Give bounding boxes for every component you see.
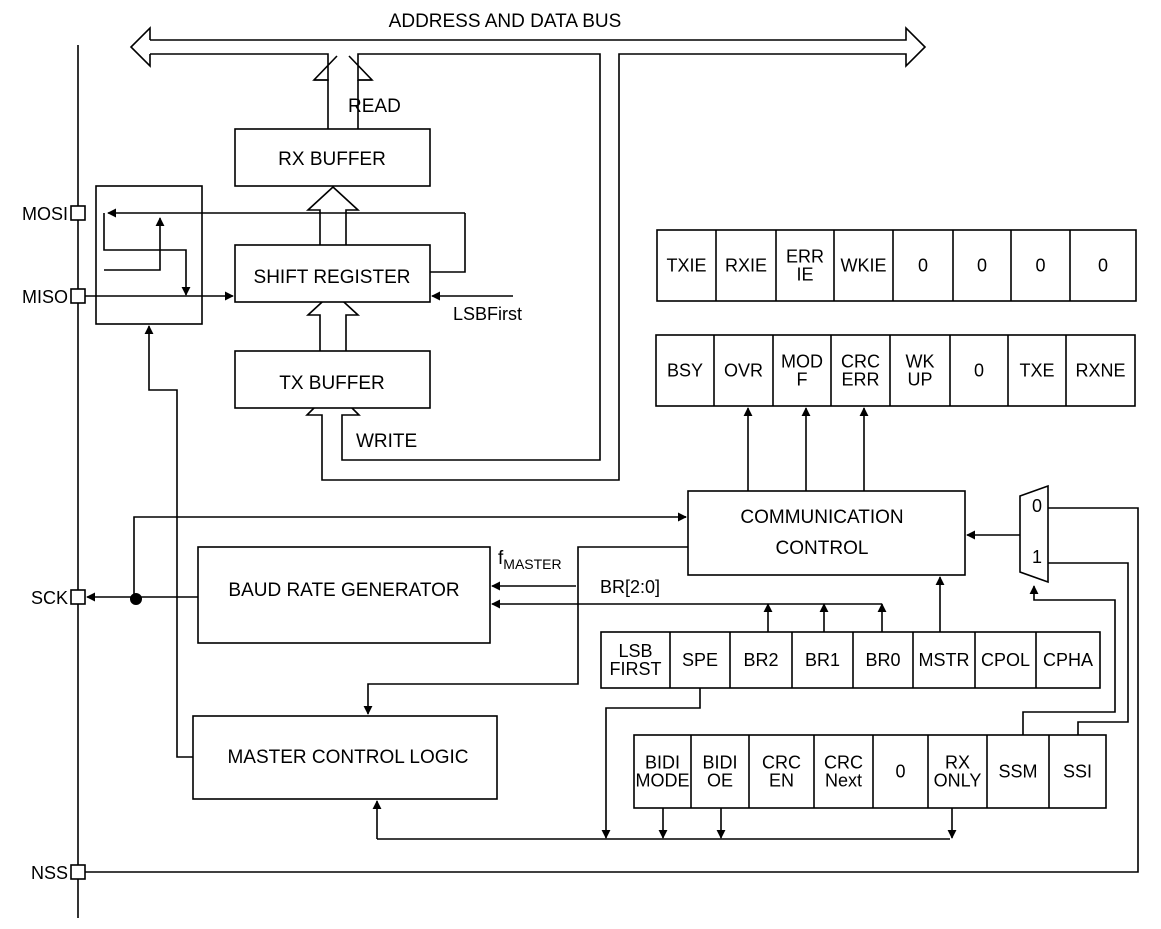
pin-sck-label: SCK — [31, 588, 68, 608]
write-label: WRITE — [356, 431, 417, 452]
cr1-bit-0-line-1: FIRST — [610, 659, 662, 679]
sr-bit-1-line-0: OVR — [724, 361, 763, 381]
sr-bit-6-line-0: TXE — [1019, 361, 1054, 381]
rx-buffer-label: RX BUFFER — [278, 149, 386, 170]
tx-buffer: TX BUFFER WRITE — [234, 350, 431, 452]
bus-label: ADDRESS AND DATA BUS — [389, 11, 622, 32]
shift-register-label: SHIFT REGISTER — [254, 267, 411, 288]
master-control-logic: MASTER CONTROL LOGIC — [192, 715, 498, 800]
br-label: BR[2:0] — [600, 577, 660, 597]
sr-bit-2-line-0: MOD — [781, 352, 823, 372]
cr2-bit-2-line-1: IE — [796, 265, 813, 285]
pin-nss-label: NSS — [31, 863, 68, 883]
cr1-bit-1-line-0: SPE — [682, 650, 718, 670]
cr2-bit-7-line-0: 0 — [1098, 256, 1108, 276]
cr1b-bit-1-line-0: BIDI — [702, 753, 737, 773]
cr2-bit-5-line-0: 0 — [977, 256, 987, 276]
cr2-bit-4-line-0: 0 — [918, 256, 928, 276]
sr-bit-3-line-0: CRC — [841, 352, 880, 372]
tx-buffer-label: TX BUFFER — [279, 373, 385, 394]
f-master-label: fMASTER — [498, 548, 562, 572]
cr2-bit-2-line-0: ERR — [786, 247, 824, 267]
cr1-bit-2-line-0: BR2 — [743, 650, 778, 670]
sr-bit-0-line-0: BSY — [667, 361, 703, 381]
cr1b-bit-2-line-1: EN — [769, 771, 794, 791]
sr-bit-4-line-1: UP — [907, 370, 932, 390]
cr1-bit-5-line-0: MSTR — [919, 650, 970, 670]
cr2-bit-1-line-0: RXIE — [725, 256, 767, 276]
pin-nss: NSS — [31, 863, 86, 883]
sr-bit-3-line-1: ERR — [841, 370, 879, 390]
cr2-frame — [656, 229, 1137, 302]
communication-control-line2: CONTROL — [776, 538, 869, 559]
cr1b-frame — [633, 734, 1107, 809]
cr1b-bit-1-line-1: OE — [707, 771, 733, 791]
cr1b-bit-5-line-1: ONLY — [934, 771, 982, 791]
pin-miso: MISO — [22, 287, 86, 307]
read-label: READ — [348, 96, 401, 117]
mux-in1: 1 — [1032, 547, 1042, 567]
lsbfirst-label: LSBFirst — [453, 304, 522, 324]
address-data-bus: ADDRESS AND DATA BUS — [129, 11, 927, 481]
communication-control-line1: COMMUNICATION — [740, 507, 903, 528]
cr1-frame — [600, 631, 1101, 689]
cr2-bit-0-line-0: TXIE — [666, 256, 706, 276]
sck-junction — [130, 593, 142, 605]
ssm-multiplexer: 0 1 — [1019, 484, 1049, 584]
cr2-bit-6-line-0: 0 — [1035, 256, 1045, 276]
cr1-bit-6-line-0: CPOL — [981, 650, 1030, 670]
signal-wiring — [85, 325, 1139, 873]
sr-bit-4-line-0: WK — [906, 352, 935, 372]
sr-bit-7-line-0: RXNE — [1075, 361, 1125, 381]
baud-rate-generator: BAUD RATE GENERATOR fMASTER BR[2:0] — [197, 546, 882, 644]
rx-buffer: RX BUFFER READ — [234, 96, 431, 187]
f-master-sub: MASTER — [503, 556, 561, 572]
sr-frame — [655, 334, 1136, 407]
master-control-logic-label: MASTER CONTROL LOGIC — [227, 747, 468, 768]
cr1-bit-4-line-0: BR0 — [865, 650, 900, 670]
sr-bit-5-line-0: 0 — [974, 361, 984, 381]
cr1b-bit-3-line-1: Next — [825, 771, 862, 791]
communication-control: COMMUNICATION CONTROL — [687, 490, 966, 576]
pin-mosi: MOSI — [22, 204, 86, 224]
f-master-base: f — [498, 548, 504, 569]
pin-switch-box — [85, 185, 466, 325]
pin-sck: SCK — [31, 588, 86, 608]
pin-miso-label: MISO — [22, 287, 68, 307]
cr1-bit-7-line-0: CPHA — [1043, 650, 1093, 670]
cr1b-bit-0-line-0: BIDI — [645, 753, 680, 773]
cr1b-bit-0-line-1: MODE — [636, 771, 690, 791]
shift-register: SHIFT REGISTER LSBFirst — [234, 244, 522, 324]
sr-bit-2-line-1: F — [797, 370, 808, 390]
cr1b-bit-2-line-0: CRC — [762, 753, 801, 773]
pin-mosi-label: MOSI — [22, 204, 68, 224]
cr1b-bit-5-line-0: RX — [945, 753, 970, 773]
cr1-bit-3-line-0: BR1 — [805, 650, 840, 670]
cr1-bit-0-line-0: LSB — [618, 641, 652, 661]
cr2-bit-3-line-0: WKIE — [840, 256, 886, 276]
cr1b-bit-4-line-0: 0 — [895, 762, 905, 782]
cr1b-bit-6-line-0: SSM — [998, 762, 1037, 782]
cr1b-bit-3-line-0: CRC — [824, 753, 863, 773]
mux-in0: 0 — [1032, 496, 1042, 516]
baud-rate-generator-label: BAUD RATE GENERATOR — [228, 580, 459, 601]
arrow-shift-to-rx — [305, 185, 361, 245]
cr1b-bit-7-line-0: SSI — [1063, 762, 1092, 782]
